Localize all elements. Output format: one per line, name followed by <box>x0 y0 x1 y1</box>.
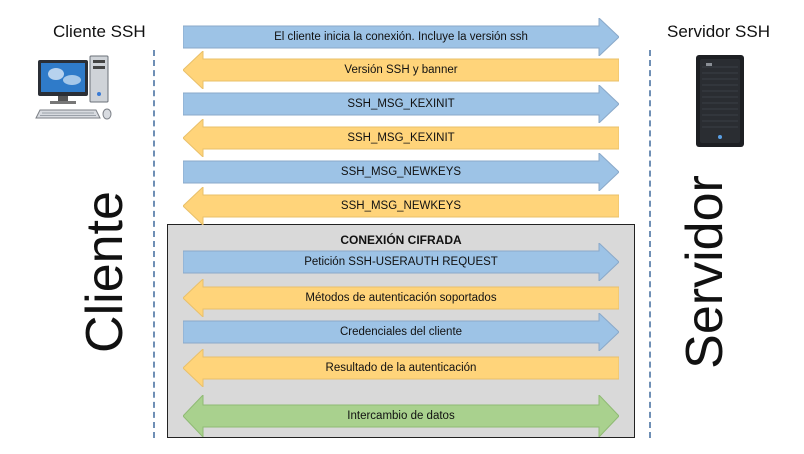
message-label: Credenciales del cliente <box>339 326 463 338</box>
message-label: SSH_MSG_NEWKEYS <box>340 200 462 212</box>
message-arrow-2: Versión SSH y banner <box>183 51 619 89</box>
arrow-shape <box>183 119 619 157</box>
message-label: Intercambio de datos <box>347 410 455 422</box>
message-arrow-11: Intercambio de datos <box>183 395 619 437</box>
arrow-shape <box>183 18 619 56</box>
message-arrow-3: SSH_MSG_KEXINIT <box>183 85 619 123</box>
arrow-shape <box>183 395 619 437</box>
message-arrow-10: Resultado de la autenticación <box>183 349 619 387</box>
server-tower-icon <box>692 53 748 150</box>
arrow-shape <box>183 85 619 123</box>
arrow-shape <box>183 243 619 281</box>
client-side-label: Cliente <box>76 191 134 353</box>
arrow-shape <box>183 187 619 225</box>
client-lifeline <box>153 50 155 438</box>
client-title: Cliente SSH <box>53 22 146 41</box>
encrypted-connection-title: CONEXIÓN CIFRADA <box>340 233 462 247</box>
message-arrow-5: SSH_MSG_NEWKEYS <box>183 153 619 191</box>
message-arrow-1: El cliente inicia la conexión. Incluye l… <box>183 18 619 56</box>
arrow-shape <box>183 51 619 89</box>
message-label: SSH_MSG_NEWKEYS <box>340 166 462 178</box>
message-arrow-6: SSH_MSG_NEWKEYS <box>183 187 619 225</box>
message-label: Resultado de la autenticación <box>325 362 477 374</box>
message-label: Métodos de autenticación soportados <box>305 292 497 304</box>
server-lifeline <box>649 50 651 438</box>
server-title: Servidor SSH <box>667 22 770 41</box>
arrow-shape <box>183 349 619 387</box>
arrow-shape <box>183 153 619 191</box>
message-label: SSH_MSG_KEXINIT <box>347 132 455 144</box>
server-side-label: Servidor <box>676 175 734 369</box>
arrow-shape <box>183 279 619 317</box>
message-arrow-7: Petición SSH-USERAUTH REQUEST <box>183 243 619 281</box>
message-arrow-9: Credenciales del cliente <box>183 313 619 351</box>
computer-icon <box>34 52 114 124</box>
message-label: El cliente inicia la conexión. Incluye l… <box>274 31 528 43</box>
message-arrow-8: Métodos de autenticación soportados <box>183 279 619 317</box>
message-label: Petición SSH-USERAUTH REQUEST <box>304 256 498 268</box>
arrow-shape <box>183 313 619 351</box>
message-label: Versión SSH y banner <box>344 64 458 76</box>
message-label: SSH_MSG_KEXINIT <box>347 98 455 110</box>
message-arrow-4: SSH_MSG_KEXINIT <box>183 119 619 157</box>
